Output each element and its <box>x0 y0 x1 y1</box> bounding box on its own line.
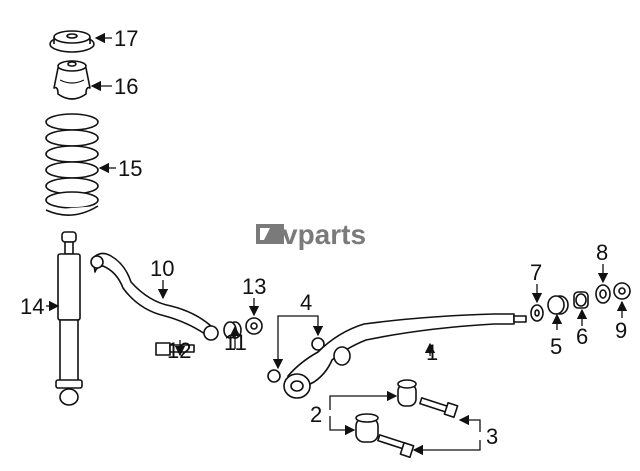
part-3-bolts <box>377 397 459 459</box>
part-13-nut <box>245 317 263 335</box>
part-14-shock-absorber <box>55 231 83 406</box>
callout-5: 5 <box>550 334 562 359</box>
callout-7: 7 <box>530 260 542 285</box>
part-7-washer <box>530 304 544 322</box>
part-9-nut <box>613 282 631 300</box>
callout-13: 13 <box>242 274 266 299</box>
part-16-bump-stop <box>53 60 91 100</box>
callout-1: 1 <box>426 340 438 365</box>
callout-12: 12 <box>167 338 191 363</box>
leader-lines <box>46 32 628 456</box>
callout-11: 11 <box>224 330 247 355</box>
callout-16: 16 <box>114 74 138 99</box>
vparts-logo: vparts <box>256 219 366 250</box>
callout-15: 15 <box>118 156 142 181</box>
callout-6: 6 <box>576 324 588 349</box>
part-10-stabilizer-link <box>90 252 219 341</box>
part-6-bushing <box>573 291 589 309</box>
watermark-text: vparts <box>282 219 366 250</box>
callout-4: 4 <box>300 290 312 315</box>
part-8-washer <box>595 284 611 304</box>
callout-2: 2 <box>310 402 322 427</box>
part-15-coil-spring <box>45 113 99 216</box>
callout-labels: 17 16 15 14 10 13 12 11 4 1 2 3 7 8 5 6 … <box>20 26 627 449</box>
part-5-bushing <box>547 295 569 315</box>
callout-17: 17 <box>114 26 138 51</box>
callout-9: 9 <box>615 318 627 343</box>
part-1-control-arm <box>283 313 527 399</box>
part-2-bushings <box>355 379 417 443</box>
part-17-spring-pad <box>49 30 95 53</box>
callout-8: 8 <box>596 240 608 265</box>
callout-14: 14 <box>20 294 44 319</box>
part-4-nuts <box>267 337 325 383</box>
callout-3: 3 <box>486 424 498 449</box>
callout-10: 10 <box>150 256 174 281</box>
